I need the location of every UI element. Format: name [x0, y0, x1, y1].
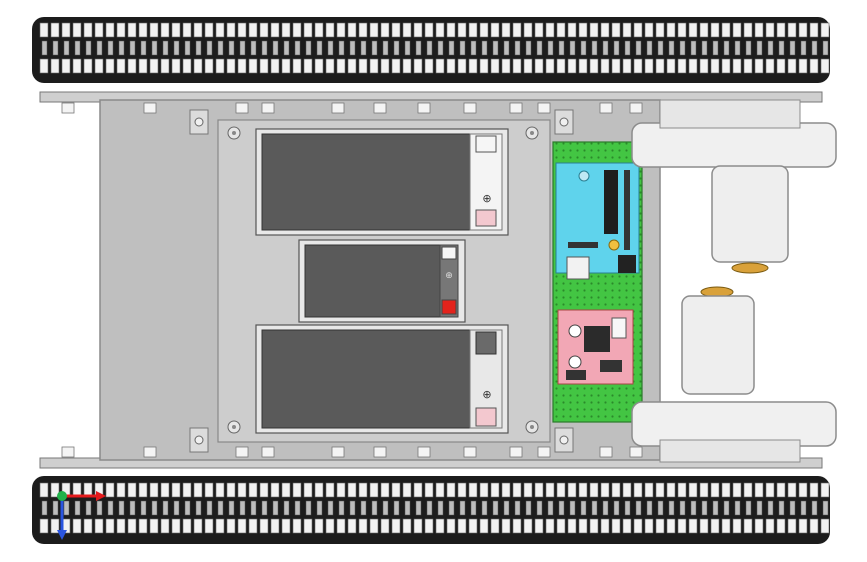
- motor-mount-bottom: [631, 401, 837, 447]
- motor-hub-top: [731, 262, 769, 274]
- motor-driver-board: [557, 309, 634, 385]
- batteries: ⊕ ⊕ ⊕: [255, 128, 509, 434]
- orientation-triad: [57, 491, 106, 540]
- motor-body-bottom: [681, 295, 755, 395]
- battery-terminal-neg: [441, 246, 457, 260]
- usb-connector: [566, 256, 590, 280]
- battery-middle: ⊕: [298, 239, 466, 323]
- battery-terminal-pos-icon: ⊕: [482, 192, 491, 205]
- chassis-bolts: [61, 102, 643, 458]
- electronics: [552, 141, 643, 423]
- battery-terminal-pos: [475, 407, 497, 427]
- battery-terminal-pos-icon: ⊕: [482, 388, 491, 401]
- header-pins: [568, 242, 598, 248]
- motor-mount-top: [631, 122, 837, 168]
- battery-bottom: ⊕: [255, 324, 509, 434]
- drive-motors: [631, 99, 837, 463]
- battery-terminal-pos: [441, 299, 457, 315]
- arduino-board: [555, 162, 640, 280]
- battery-terminal-neg: [475, 135, 497, 153]
- battery-terminal-pos: [475, 209, 497, 227]
- battery-terminal-neg: [475, 331, 497, 355]
- triad-y-axis: [57, 491, 67, 501]
- power-jack: [618, 255, 636, 273]
- driver-heatsink: [584, 326, 610, 352]
- microcontroller-chip: [604, 170, 618, 234]
- motor-body-top: [711, 165, 789, 263]
- battery-top: ⊕: [255, 128, 509, 236]
- track-top: [32, 17, 830, 83]
- track-bottom: [32, 476, 830, 544]
- mounting-brackets: [189, 109, 574, 453]
- battery-terminal-pos-icon: ⊕: [445, 271, 453, 281]
